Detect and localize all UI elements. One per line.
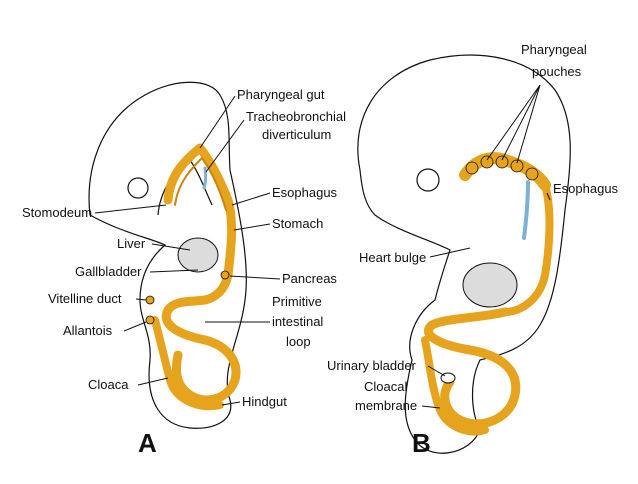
leader-gallbladder xyxy=(149,269,199,273)
leader-pouches-3 xyxy=(486,84,541,161)
leader-vitelline xyxy=(135,298,147,301)
label-tracheobronchial-1: Tracheobronchial xyxy=(246,109,346,124)
panel-letter-a: A xyxy=(138,428,157,458)
leader-allantois xyxy=(123,321,147,332)
label-pharyngeal-2: pouches xyxy=(532,64,582,79)
label-cloacal-1: Cloacal xyxy=(364,379,407,394)
label-primitive-2: intestinal xyxy=(272,314,323,329)
label-tracheobronchial-2: diverticulum xyxy=(262,127,331,142)
label-hindgut: Hindgut xyxy=(242,394,287,409)
leader-urinary-bladder xyxy=(427,365,446,377)
label-vitelline-duct: Vitelline duct xyxy=(48,291,122,306)
panel-b: Pharyngeal pouches Esophagus Heart bulge… xyxy=(327,42,619,458)
embryo-b-outline xyxy=(357,54,571,454)
leader-pouches-1 xyxy=(501,84,541,161)
label-allantois: Allantois xyxy=(63,323,113,338)
label-stomodeum: Stomodeum xyxy=(22,205,92,220)
embryo-a-outline xyxy=(88,81,247,429)
leader-liver xyxy=(151,243,191,251)
leader-cloaca xyxy=(137,377,169,386)
label-cloacal-2: membrane xyxy=(355,398,417,413)
leader-stomodeum xyxy=(94,204,167,214)
leader-heart-bulge xyxy=(429,247,471,258)
leader-pancreas xyxy=(229,275,281,280)
label-gallbladder: Gallbladder xyxy=(75,264,142,279)
leader-esophagus-b xyxy=(546,192,551,201)
label-heart-bulge: Heart bulge xyxy=(359,250,426,265)
label-stomach: Stomach xyxy=(272,216,323,231)
label-primitive-1: Primitive xyxy=(272,294,322,309)
heart-bulge-icon xyxy=(462,262,518,308)
leader-pouches-2 xyxy=(516,84,541,164)
leader-cloacal-membrane xyxy=(421,405,441,409)
label-urinary-bladder: Urinary bladder xyxy=(327,358,417,373)
liver-icon xyxy=(177,237,219,273)
label-esophagus-b: Esophagus xyxy=(553,181,619,196)
label-primitive-3: loop xyxy=(286,334,311,349)
leader-esophagus-a xyxy=(231,192,271,206)
allantois-icon xyxy=(145,315,155,325)
panel-letter-b: B xyxy=(412,428,431,458)
pouch-lobes xyxy=(465,155,539,181)
gut-tube-a-dark xyxy=(174,157,227,211)
esophagus-b xyxy=(501,181,554,316)
leader-stomach xyxy=(233,223,271,231)
label-pharyngeal-1: Pharyngeal xyxy=(521,42,587,57)
eye-icon-b xyxy=(416,168,440,192)
vitelline-duct-icon xyxy=(145,295,155,305)
label-liver: Liver xyxy=(117,236,146,251)
panel-a: Pharyngeal gut Tracheobronchial divertic… xyxy=(22,81,346,458)
label-pancreas: Pancreas xyxy=(282,271,337,286)
pancreas-icon xyxy=(220,270,230,280)
label-cloaca: Cloaca xyxy=(88,377,129,392)
trachea-a xyxy=(202,166,208,190)
intestine-b xyxy=(424,307,521,429)
hindgut-b xyxy=(421,336,489,436)
label-pharyngeal-gut: Pharyngeal gut xyxy=(237,87,325,102)
eye-icon xyxy=(127,177,149,199)
leader-hindgut xyxy=(221,401,241,406)
leader-tracheobronchial xyxy=(205,119,245,173)
label-esophagus-a: Esophagus xyxy=(272,185,338,200)
leader-pharyngeal-gut xyxy=(199,95,236,149)
hindgut-a xyxy=(151,316,224,411)
trachea-b xyxy=(522,180,530,240)
